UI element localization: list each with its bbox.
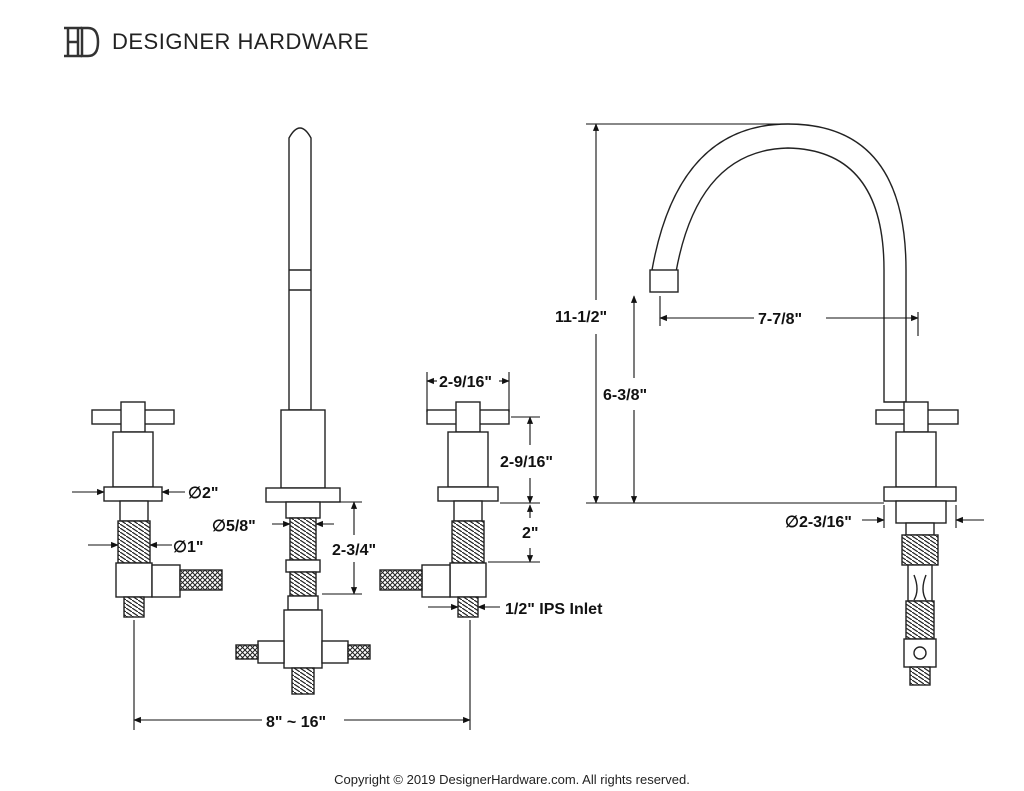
dim-label-w-2-9-16: 2-9/16": [439, 374, 492, 391]
side-view-faucet: [649, 123, 959, 686]
dim-label-h-2-9-16: 2-9/16": [500, 454, 553, 471]
brand-name: DESIGNER HARDWARE: [112, 29, 370, 54]
center-spout-front: [235, 127, 371, 695]
dim-label-h-6-3-8: 6-3/8": [603, 387, 647, 404]
dim-label-ips-inlet: 1/2" IPS Inlet: [505, 601, 603, 618]
dh-monogram-logo-icon: [64, 26, 100, 58]
dim-label-dia-5-8: ∅5/8": [212, 518, 256, 535]
brand: DESIGNER HARDWARE: [62, 24, 369, 60]
dim-label-h-11-1-2: 11-1/2": [555, 309, 607, 326]
left-handle-valve: [91, 401, 223, 618]
dim-label-h-2: 2": [522, 525, 538, 542]
dim-label-dia-2: ∅2": [188, 485, 218, 502]
dim-label-h-2-3-4: 2-3/4": [332, 542, 376, 559]
right-handle-valve: [379, 401, 510, 618]
dim-label-spread: 8" ~ 16": [266, 714, 326, 731]
copyright-notice: Copyright © 2019 DesignerHardware.com. A…: [334, 772, 690, 787]
dim-label-reach-7-7-8: 7-7/8": [758, 311, 802, 328]
dim-label-dia-1: ∅1": [173, 539, 203, 556]
dim-label-dia-2-3-16: ∅2-3/16": [785, 514, 852, 531]
